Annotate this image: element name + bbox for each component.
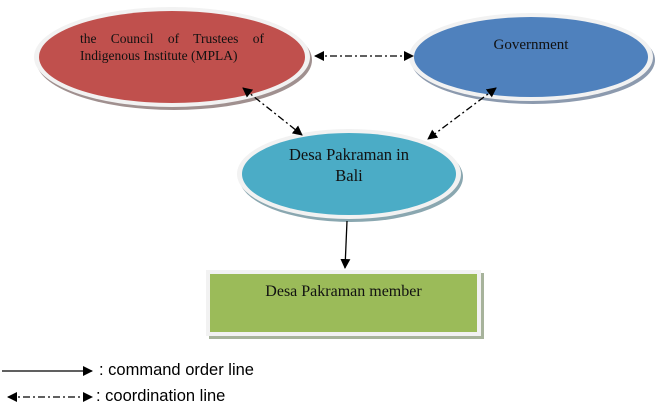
node-desa-pakraman-label-line1: Desa Pakraman in xyxy=(288,145,410,164)
node-government-shape xyxy=(414,17,648,97)
node-mpla-label: the Council of Trustees of Indigenous In… xyxy=(80,31,264,65)
node-desa-pakraman-label: Desa Pakraman in Bali xyxy=(249,145,449,186)
node-member-label: Desa Pakraman member xyxy=(265,283,422,300)
node-desa-pakraman xyxy=(237,129,463,222)
legend-coordination-label: : coordination line xyxy=(96,387,226,405)
node-mpla-label-line1: the Council of Trustees of xyxy=(80,31,264,46)
node-government xyxy=(409,13,655,104)
node-mpla-label-line2: Indigenous Institute (MPLA) xyxy=(80,47,238,63)
edge-government-desa-pakraman xyxy=(427,87,497,140)
node-desa-pakraman-shape xyxy=(242,133,456,215)
node-mpla xyxy=(34,7,312,110)
node-member xyxy=(206,270,484,339)
node-desa-pakraman-label-line2: Bali xyxy=(335,165,363,185)
node-mpla-shape xyxy=(39,11,305,103)
node-member-shape xyxy=(210,274,477,332)
node-government-label: Government xyxy=(493,37,569,53)
edge-mpla-desa-pakraman xyxy=(242,87,303,136)
edge-desa-pakraman-member xyxy=(340,220,351,269)
legend-command-label: : command order line xyxy=(99,361,254,379)
